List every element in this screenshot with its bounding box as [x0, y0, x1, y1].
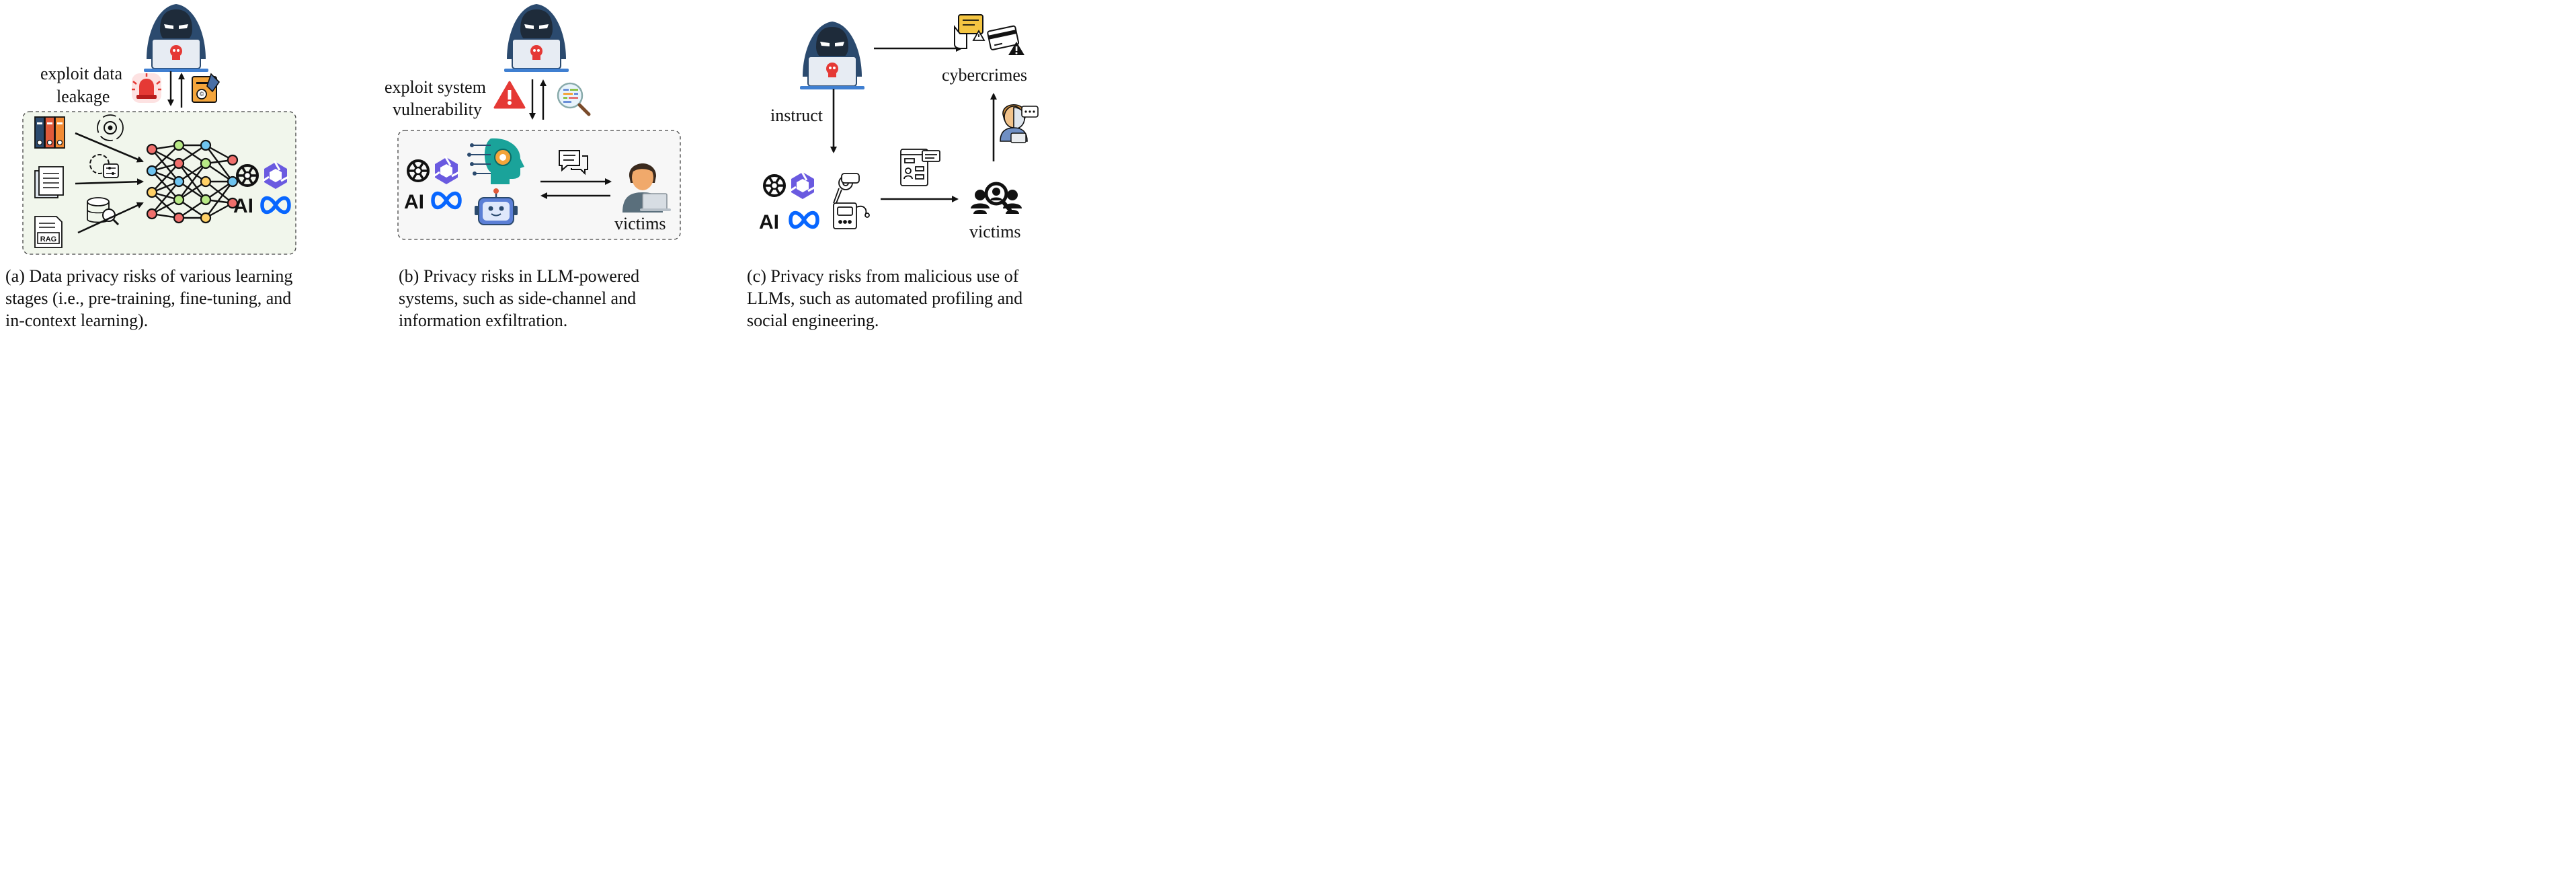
phishing-icon [954, 14, 985, 49]
masked-person-icon [1000, 104, 1039, 143]
exploit-data-label-line1: exploit data [40, 64, 123, 83]
caption-c-line: social engineering. [747, 311, 879, 330]
meta-logo-icon [791, 213, 817, 227]
alarm-icon [132, 73, 161, 103]
hacker-icon [504, 3, 569, 73]
caption-b-line: systems, such as side-channel and [399, 288, 637, 308]
openai-logo-icon [763, 174, 786, 197]
credit-card-warning-icon [987, 25, 1024, 55]
caption-b-line: (b) Privacy risks in LLM-powered [399, 266, 640, 286]
svg-text:©: © [200, 91, 204, 98]
caption-a-line: stages (i.e., pre-training, fine-tuning,… [5, 288, 292, 308]
instruct-label: instruct [770, 106, 823, 125]
arrow-icl [77, 202, 144, 234]
cybercrimes-label: cybercrimes [942, 65, 1028, 85]
profile-window-icon [900, 149, 940, 186]
caption-a-line: (a) Data privacy risks of various learni… [5, 266, 293, 286]
caption-a-line: in-context learning). [5, 311, 149, 330]
gear-sliders-icon [89, 154, 119, 178]
robot-arm-icon [833, 173, 870, 229]
binders-icon [34, 116, 65, 149]
ai-head-icon [467, 138, 524, 184]
hacker-icon [143, 3, 209, 73]
exploit-data-label-line2: leakage [56, 87, 110, 106]
qwen-logo-icon [789, 169, 817, 200]
victims-label: victims [969, 222, 1021, 241]
victims-label: victims [614, 214, 666, 233]
caption-a: (a) Data privacy risks of various learni… [5, 265, 341, 332]
victim-person-icon [622, 163, 671, 213]
settings-circle-icon [97, 114, 124, 141]
anthropic-logo-icon: AI [759, 211, 779, 233]
code-search-icon [557, 82, 591, 116]
rag-label: RAG [40, 235, 56, 243]
caption-c: (c) Privacy risks from malicious use of … [747, 265, 1083, 332]
victims-group-icon [971, 182, 1022, 214]
caption-c-line: (c) Privacy risks from malicious use of [747, 266, 1019, 286]
warning-icon [493, 81, 526, 109]
rag-document-icon: RAG [34, 216, 63, 248]
figure-canvas: © RAG [22, 3, 1039, 255]
panel-b-box [397, 130, 681, 240]
certificate-icon: © [192, 73, 220, 103]
caption-b: (b) Privacy risks in LLM-powered systems… [399, 265, 735, 332]
caption-c-line: LLMs, such as automated profiling and [747, 288, 1023, 308]
panel-a-box [22, 111, 296, 255]
documents-icon [34, 166, 64, 198]
hacker-icon [799, 21, 865, 90]
arrow-pretrain [75, 132, 144, 163]
database-search-icon [87, 197, 120, 226]
robot-icon [475, 188, 518, 225]
exploit-system-label-line2: vulnerability [393, 100, 482, 119]
caption-b-line: information exfiltration. [399, 311, 568, 330]
anthropic-logo-icon: AI [404, 191, 424, 213]
chat-icon [559, 150, 588, 176]
exploit-system-label-line1: exploit system [385, 77, 486, 97]
arrow-finetune [75, 178, 144, 186]
anthropic-logo-icon: AI [233, 195, 253, 217]
